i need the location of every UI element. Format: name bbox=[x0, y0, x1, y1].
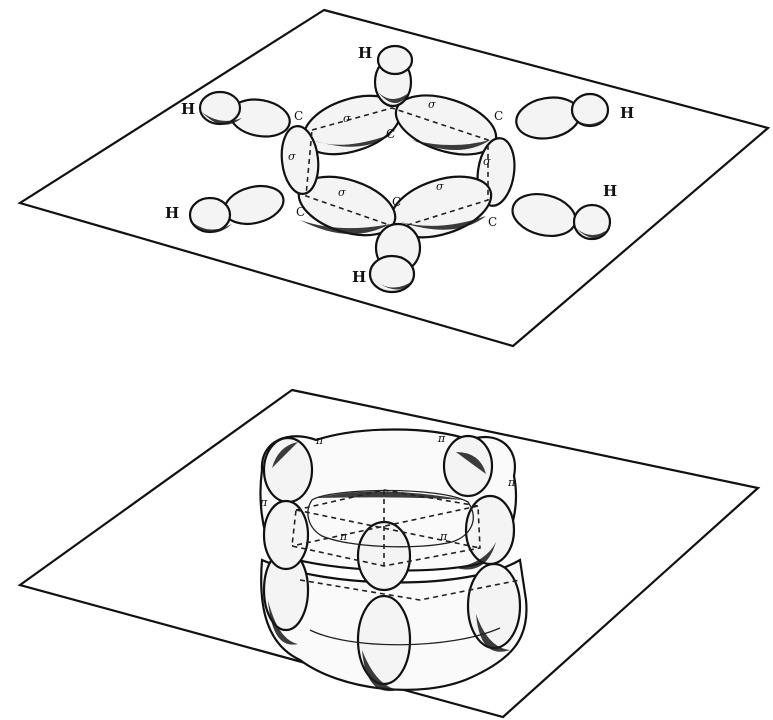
p-orbital-upper-lobe bbox=[444, 436, 492, 496]
sigma-label: σ bbox=[338, 186, 346, 199]
carbon-label: C bbox=[294, 109, 303, 123]
hydrogen-s-orbital bbox=[190, 198, 230, 232]
pi-label: π bbox=[339, 530, 348, 543]
hydrogen-s-orbital bbox=[378, 46, 412, 74]
hydrogen-label: H bbox=[165, 204, 179, 222]
sigma-label: σ bbox=[483, 155, 491, 168]
sigma-bond-panel: H H H H H H C C C C C C σ σ σ σ σ σ bbox=[20, 10, 768, 346]
pi-orbital-panel: π π π π π π bbox=[20, 390, 758, 717]
p-orbital-lower-lobe bbox=[468, 564, 520, 648]
pi-label: π bbox=[259, 496, 268, 509]
sigma-label: σ bbox=[288, 150, 296, 163]
sigma-label: σ bbox=[343, 112, 351, 125]
hydrogen-s-orbital bbox=[370, 256, 414, 292]
pi-label: π bbox=[437, 432, 446, 445]
p-orbital-lower-lobe bbox=[358, 596, 410, 684]
carbon-label: C bbox=[392, 195, 401, 209]
carbon-label: C bbox=[488, 215, 497, 229]
carbon-label: C bbox=[386, 127, 395, 141]
sigma-label: σ bbox=[436, 180, 444, 193]
carbon-label: C bbox=[494, 109, 503, 123]
carbon-label: C bbox=[296, 205, 305, 219]
hydrogen-label: H bbox=[352, 268, 366, 286]
hydrogen-label: H bbox=[620, 104, 634, 122]
hydrogen-s-orbital bbox=[200, 92, 240, 124]
pi-label: π bbox=[439, 530, 448, 543]
hydrogen-label: H bbox=[181, 100, 195, 118]
p-orbital-upper-lobe bbox=[264, 501, 308, 569]
pi-label: π bbox=[315, 434, 324, 447]
pi-label: π bbox=[507, 476, 516, 489]
hydrogen-label: H bbox=[603, 182, 617, 200]
hydrogen-label: H bbox=[358, 44, 372, 62]
sigma-label: σ bbox=[428, 98, 436, 111]
